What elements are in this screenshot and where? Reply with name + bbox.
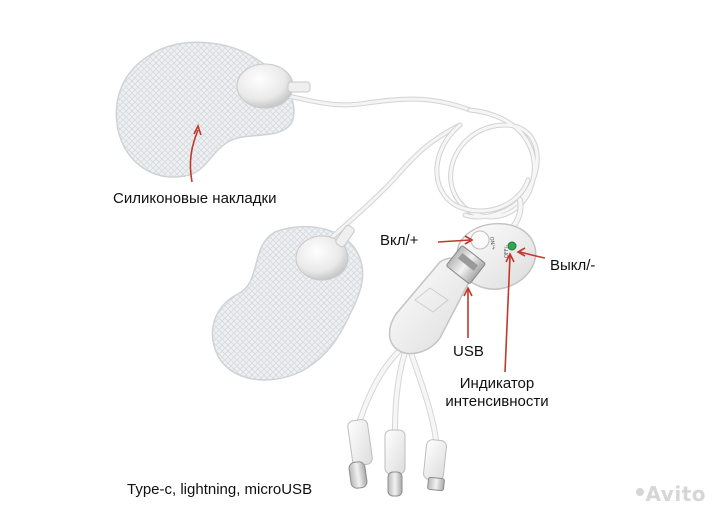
indicator-arrow-head bbox=[505, 252, 515, 263]
silicone-pads-label: Силиконовые накладки bbox=[113, 190, 277, 207]
button-plus-mark: ON/+ bbox=[488, 236, 496, 250]
intensity-indicator-line2: интенсивности bbox=[445, 393, 549, 410]
callout-arrows bbox=[189, 123, 546, 373]
usb-plug bbox=[446, 245, 486, 284]
type-c-connector bbox=[347, 419, 373, 489]
micro-usb-connector bbox=[423, 439, 447, 492]
plus-button bbox=[470, 230, 490, 250]
usb-label: USB bbox=[453, 343, 484, 360]
upper-electrode-pad bbox=[115, 41, 295, 178]
indicator-led bbox=[507, 241, 517, 251]
off-minus-label: Выкл/- bbox=[550, 257, 596, 274]
off-arrow-head bbox=[516, 247, 526, 257]
connectors-label: Type-c, lightning, microUSB bbox=[127, 481, 313, 498]
button-minus-mark: OFF/- bbox=[504, 245, 510, 258]
intensity-indicator-line1: Индикатор bbox=[459, 375, 535, 392]
on-plus-label: Вкл/+ bbox=[380, 232, 419, 249]
on-arrow bbox=[437, 239, 471, 243]
usb-arrow-head bbox=[463, 286, 473, 297]
watermark-text: Avito bbox=[645, 482, 706, 506]
lightning-connector bbox=[384, 429, 406, 497]
indicator-arrow bbox=[504, 255, 511, 373]
intensity-indicator-label: Индикатор интенсивности bbox=[445, 375, 548, 411]
on-arrow-head bbox=[464, 235, 474, 245]
off-arrow bbox=[519, 251, 546, 259]
upper-snap-connector bbox=[236, 63, 311, 109]
pads-arrow bbox=[189, 129, 199, 183]
lower-snap-connector bbox=[295, 224, 355, 281]
watermark: Avito bbox=[635, 482, 706, 506]
pads-arrow-head bbox=[193, 123, 202, 136]
watermark-dot-icon bbox=[635, 488, 644, 496]
usb-hub bbox=[388, 245, 486, 355]
